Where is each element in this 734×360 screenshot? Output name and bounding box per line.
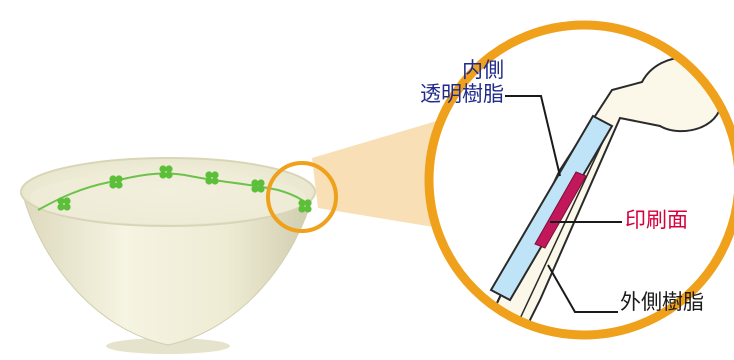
- magnifier-ring: [424, 20, 734, 340]
- zoom-beam: [312, 120, 452, 230]
- transparent-resin-layer: [489, 114, 614, 302]
- bowl-illustration: [20, 157, 316, 354]
- detail-highlight-ring: [266, 161, 338, 233]
- clover-vine: [37, 172, 307, 211]
- clover-icon: [57, 197, 71, 211]
- label-inner-transparent-resin: 内側 透明樹脂: [392, 58, 504, 106]
- clover-icon: [109, 175, 123, 189]
- clover-icon: [251, 179, 265, 193]
- clover-icon: [159, 165, 173, 179]
- print-surface-layer: [534, 171, 587, 249]
- cross-section-magnified: [424, 20, 734, 340]
- leader-line-outer: [547, 264, 618, 313]
- clover-icon: [205, 171, 219, 185]
- label-inner-line1: 内側: [462, 58, 504, 82]
- label-outer-resin: 外側樹脂: [620, 290, 704, 314]
- leader-line-inner: [505, 95, 561, 177]
- label-print-surface: 印刷面: [625, 208, 688, 232]
- label-inner-line2: 透明樹脂: [420, 82, 504, 106]
- clover-icon: [298, 199, 312, 213]
